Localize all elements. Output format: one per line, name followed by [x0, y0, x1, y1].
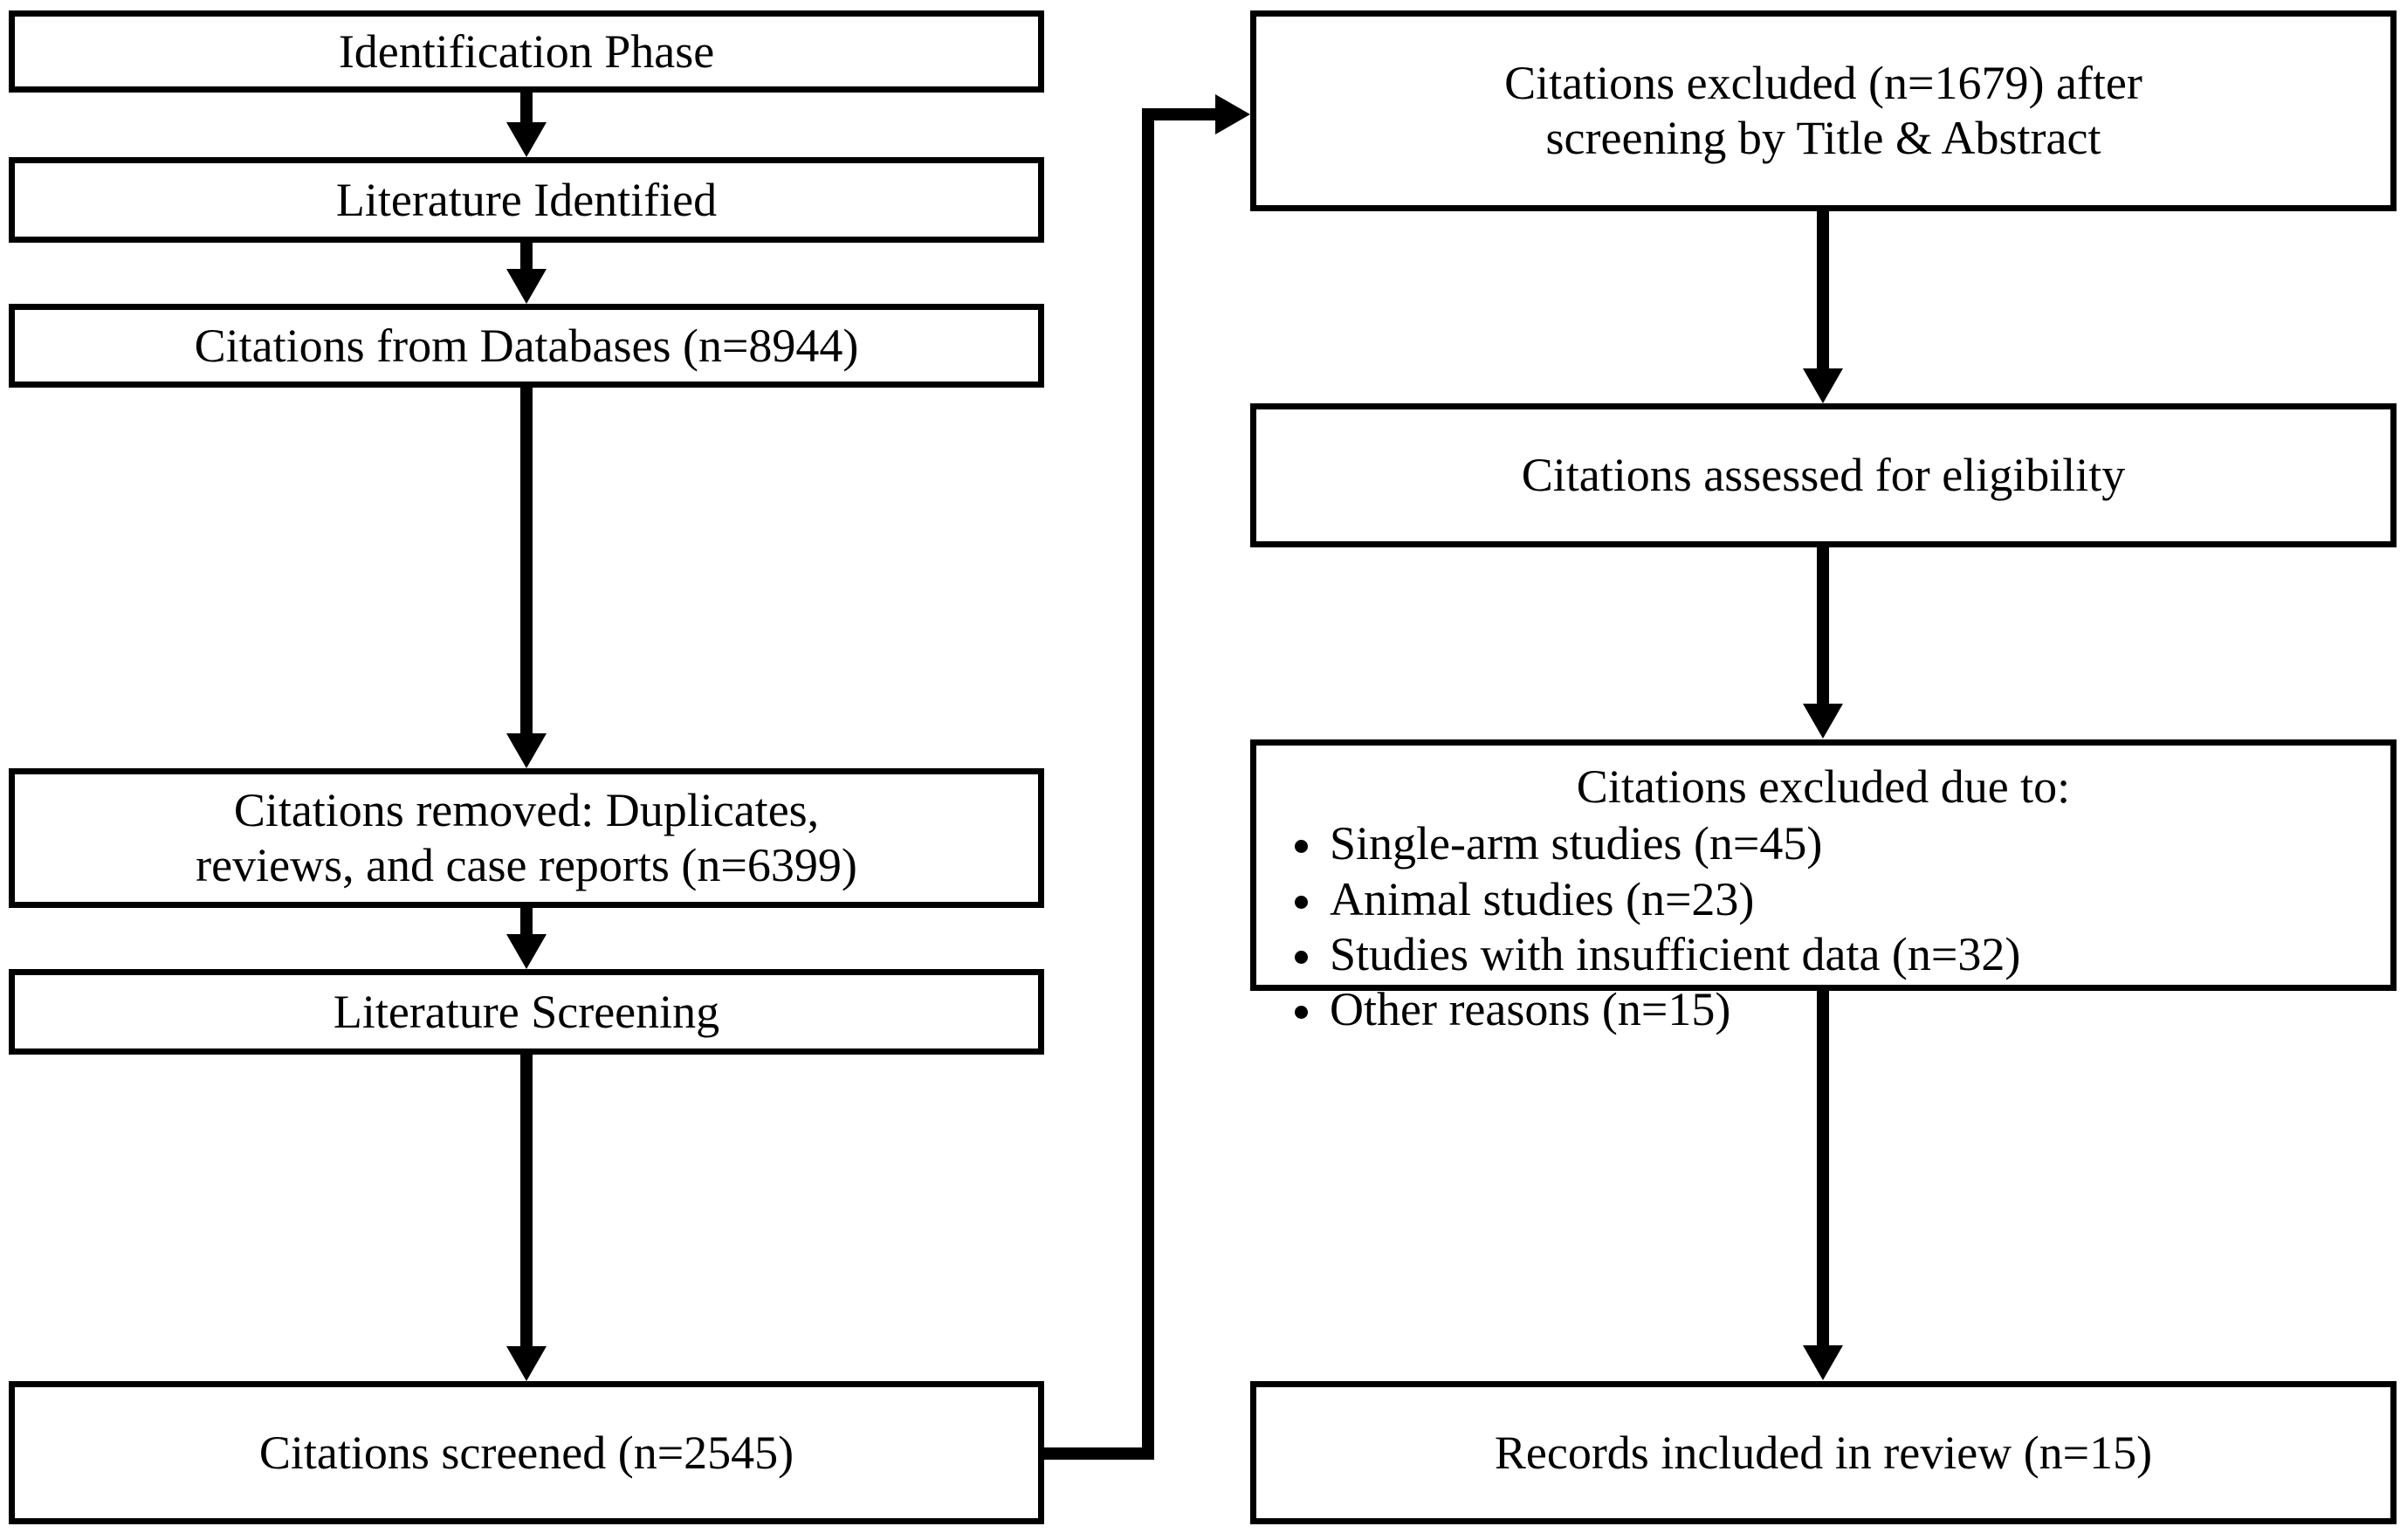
- connector-screened-to-excluded-horizontal-lower: [1044, 1447, 1154, 1460]
- box-citations-assessed-for-eligibility: Citations assessed for eligibility: [1250, 403, 2397, 547]
- box-literature-identified: Literature Identified: [9, 157, 1044, 243]
- connector-excluded-to-assessed: [1817, 211, 1829, 374]
- list-item: Animal studies (n=23): [1295, 872, 2407, 927]
- connector-databases-to-citations-removed: [520, 388, 533, 737]
- box-citations-removed-label: Citations removed: Duplicates, reviews, …: [27, 783, 1026, 892]
- arrowhead-down: [506, 934, 547, 969]
- box-literature-screening-label: Literature Screening: [333, 985, 720, 1038]
- box-citations-removed: Citations removed: Duplicates, reviews, …: [9, 768, 1044, 908]
- box-citations-excluded-due-to-title: Citations excluded due to:: [1576, 760, 2071, 813]
- connector-assessed-to-excluded-reasons: [1817, 547, 1829, 705]
- arrowhead-right: [1215, 94, 1250, 134]
- box-identification-phase: Identification Phase: [9, 10, 1044, 93]
- arrowhead-down: [506, 122, 547, 157]
- box-citations-from-databases-label: Citations from Databases (n=8944): [194, 319, 859, 372]
- list-item: Other reasons (n=15): [1295, 982, 2407, 1037]
- box-records-included-in-review-label: Records included in review (n=15): [1494, 1426, 2153, 1479]
- arrowhead-down: [506, 269, 547, 304]
- connector-screened-to-excluded-vertical: [1142, 108, 1154, 1460]
- box-citations-excluded-after-screening-line1: Citations excluded (n=1679) after: [1504, 57, 2142, 110]
- box-literature-identified-label: Literature Identified: [335, 173, 718, 226]
- arrowhead-down: [1803, 368, 1843, 403]
- box-citations-from-databases: Citations from Databases (n=8944): [9, 304, 1044, 388]
- arrowhead-down: [1803, 1345, 1843, 1380]
- box-records-included-in-review: Records included in review (n=15): [1250, 1381, 2397, 1524]
- box-citations-removed-line2: reviews, and case reports (n=6399): [196, 839, 857, 891]
- connector-identification-to-literature-identified: [520, 93, 533, 127]
- connector-screened-to-excluded-horizontal-upper: [1142, 108, 1229, 120]
- box-identification-phase-label: Identification Phase: [338, 24, 715, 78]
- box-citations-screened: Citations screened (n=2545): [9, 1381, 1044, 1524]
- box-citations-excluded-after-screening-line2: screening by Title & Abstract: [1545, 112, 2101, 164]
- box-literature-screening: Literature Screening: [9, 969, 1044, 1055]
- box-citations-screened-label: Citations screened (n=2545): [258, 1426, 794, 1479]
- arrowhead-down: [506, 1346, 547, 1381]
- list-item: Studies with insufficient data (n=32): [1295, 927, 2407, 982]
- connector-excluded-reasons-to-records-included: [1817, 991, 1829, 1349]
- connector-literature-identified-to-databases: [520, 243, 533, 274]
- list-item: Single-arm studies (n=45): [1295, 816, 2407, 871]
- box-citations-excluded-after-screening-label: Citations excluded (n=1679) after screen…: [1269, 56, 2378, 165]
- arrowhead-down: [506, 733, 547, 768]
- arrowhead-down: [1803, 704, 1843, 739]
- connector-citations-removed-to-screening: [520, 908, 533, 939]
- connector-screening-to-citations-screened: [520, 1055, 533, 1350]
- box-citations-removed-line1: Citations removed: Duplicates,: [233, 784, 820, 837]
- box-citations-assessed-for-eligibility-label: Citations assessed for eligibility: [1521, 449, 2126, 502]
- box-citations-excluded-after-screening: Citations excluded (n=1679) after screen…: [1250, 10, 2397, 211]
- exclusion-reason-list: Single-arm studies (n=45) Animal studies…: [1276, 816, 2407, 1037]
- box-citations-excluded-due-to: Citations excluded due to: Single-arm st…: [1250, 739, 2397, 1035]
